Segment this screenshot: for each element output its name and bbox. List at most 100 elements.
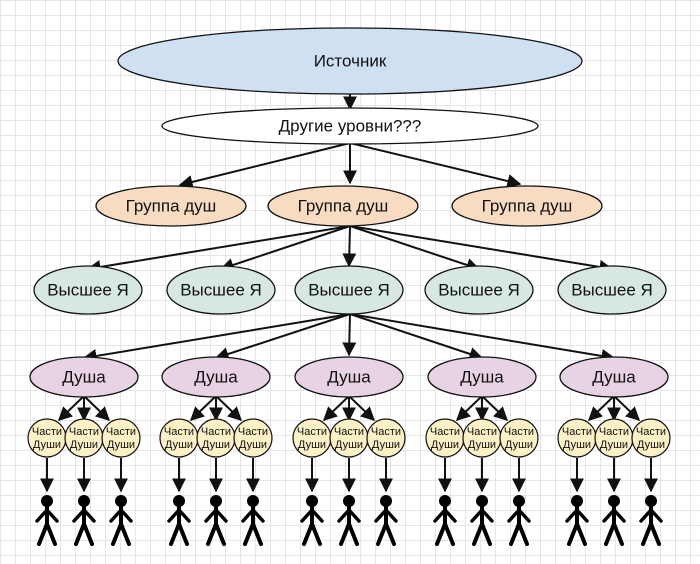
person-left-arm — [602, 508, 616, 523]
higher-self-node-1-label: Высшее Я — [47, 281, 129, 300]
soul-part-label-line1: Части — [32, 426, 62, 438]
person-right-leg — [575, 522, 587, 546]
other-levels-node-label: Другие уровни??? — [279, 117, 422, 136]
person-right-leg — [384, 522, 396, 546]
soul-node-5-shape — [559, 356, 669, 398]
edge-levels-to-group-1 — [178, 142, 351, 189]
soul-group-node-3-shape — [451, 185, 603, 227]
person-right-arm — [443, 508, 457, 523]
soul-part-label-line2: Души — [33, 439, 61, 451]
higher-self-node-2: Высшее Я — [166, 265, 276, 315]
soul-group-node-3-label: Группа душ — [482, 197, 573, 216]
edge-higher-self-to-soul-5 — [349, 313, 616, 363]
source-node: Источник — [117, 27, 583, 95]
other-levels-node: Другие уровни??? — [161, 107, 539, 145]
soul-node-4-shape — [427, 356, 537, 398]
soul-part-shape — [499, 418, 539, 458]
person-left-leg — [206, 522, 218, 546]
person-right-arm — [119, 508, 133, 523]
person-right-arm — [612, 508, 626, 523]
person-right-leg — [82, 522, 94, 546]
soul-part-label-line2: Души — [107, 439, 135, 451]
higher-self-node-3-shape — [294, 265, 404, 315]
person-right-arm — [310, 508, 324, 523]
higher-self-node-1-shape — [33, 265, 143, 315]
person-icon — [167, 495, 191, 546]
higher-self-node-5-label: Высшее Я — [571, 281, 653, 300]
edge-soul-3-to-part-3 — [348, 395, 376, 421]
person-left-arm — [337, 508, 351, 523]
edge-higher-self-to-soul-3 — [342, 313, 357, 357]
person-left-leg — [169, 522, 181, 546]
person-head — [645, 495, 657, 507]
person-left-arm — [204, 508, 218, 523]
soul-group-node-2-shape — [267, 185, 419, 227]
edge-higher-self-to-soul-4 — [349, 313, 484, 361]
soul-part-label-line1: Части — [106, 426, 136, 438]
higher-self-node-4-label: Высшее Я — [438, 281, 520, 300]
person-left-leg — [37, 522, 49, 546]
person-icon — [507, 495, 531, 546]
soul-part-label-line2: Души — [431, 439, 459, 451]
soul-group-node-1-shape — [95, 185, 247, 227]
soul-group-node-2-label: Группа душ — [298, 197, 389, 216]
higher-self-node-4-shape — [424, 265, 534, 315]
edge-soul-4-to-part-3 — [481, 395, 509, 421]
soul-part-label-line1: Части — [430, 426, 460, 438]
soul-part-shape — [159, 418, 199, 458]
soul-node-1: Душа — [29, 356, 139, 398]
edge-higher-self-to-soul-1 — [82, 313, 351, 363]
edge-group-to-higher-self-1 — [86, 225, 351, 274]
higher-self-node-3: Высшее Я — [294, 265, 404, 315]
connector-layer — [40, 93, 658, 493]
person-right-arm — [649, 508, 663, 523]
soul-node-1-shape — [29, 356, 139, 398]
soul-part-shape — [233, 418, 273, 458]
person-head — [439, 495, 451, 507]
higher-self-node-2-shape — [166, 265, 276, 315]
person-left-arm — [72, 508, 86, 523]
soul-part-label-line1: Части — [164, 426, 194, 438]
soul-part-shape — [462, 418, 502, 458]
person-left-arm — [639, 508, 653, 523]
soul-part-label-line2: Души — [372, 439, 400, 451]
soul-part-label-line1: Части — [599, 426, 629, 438]
edge-soul-5-to-part-1 — [587, 395, 615, 421]
person-left-leg — [302, 522, 314, 546]
soul-node-1-label: Душа — [62, 368, 106, 387]
person-left-arm — [374, 508, 388, 523]
soul-part-shape — [557, 418, 597, 458]
soul-part-shape — [101, 418, 141, 458]
higher-self-node-3-label: Высшее Я — [308, 281, 390, 300]
source-node-shape — [117, 27, 583, 95]
edge-group-to-higher-self-2 — [219, 225, 351, 272]
person-right-leg — [251, 522, 263, 546]
soul-group-node-1-label: Группа душ — [126, 197, 217, 216]
edge-soul-2-to-part-3 — [215, 395, 243, 421]
edge-soul-1-to-part-3 — [83, 395, 111, 421]
person-icon — [433, 495, 457, 546]
person-head — [343, 495, 355, 507]
soul-part-label-line1: Части — [504, 426, 534, 438]
person-icon — [300, 495, 324, 546]
person-left-arm — [241, 508, 255, 523]
person-right-arm — [517, 508, 531, 523]
soul-part-label-line2: Души — [335, 439, 363, 451]
soul-node-3-label: Душа — [327, 368, 371, 387]
soul-part-label-line2: Души — [70, 439, 98, 451]
soul-node-3-shape — [294, 356, 404, 398]
person-head — [571, 495, 583, 507]
soul-part-shape — [366, 418, 406, 458]
person-icon — [602, 495, 626, 546]
person-right-leg — [119, 522, 131, 546]
person-head — [513, 495, 525, 507]
person-icon — [639, 495, 663, 546]
